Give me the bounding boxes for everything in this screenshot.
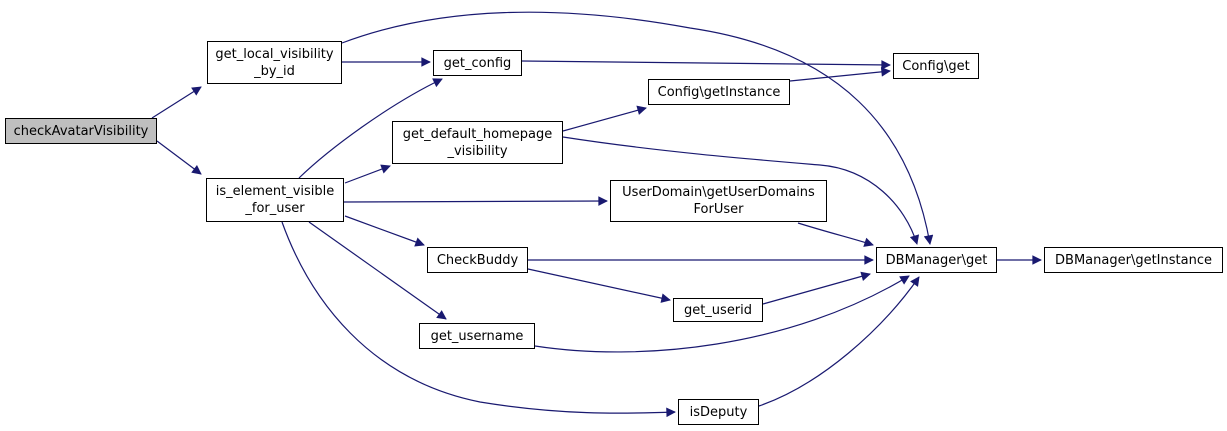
edge-isdeputy-to-dbmanager_get <box>758 276 920 407</box>
edge-is_element_visible_for_user-to-checkbuddy <box>344 215 425 247</box>
edge-get_default_homepage_visibility-to-dbmanager_get <box>562 136 920 245</box>
node-label: Config\getInstance <box>657 84 781 100</box>
node-label: get_default_homepage _visibility <box>402 126 553 159</box>
node-label: UserDomain\getUserDomains ForUser <box>622 185 815 217</box>
edge-checkAvatarVisibility-to-is_element_visible_for_user <box>156 140 202 175</box>
node-label: DBManager\getInstance <box>1055 252 1212 268</box>
node-config_get[interactable]: Config\get <box>893 53 979 79</box>
edge-checkAvatarVisibility-to-get_local_visibility_by_id <box>151 86 202 119</box>
node-get_local_visibility_by_id[interactable]: get_local_visibility _by_id <box>207 41 342 84</box>
edge-is_element_visible_for_user-to-get_config <box>298 78 443 179</box>
node-label: isDeputy <box>689 404 748 420</box>
edge-is_element_visible_for_user-to-get_default_homepage_visibility <box>344 164 391 184</box>
edge-get_config-to-config_get <box>521 60 891 70</box>
edge-is_element_visible_for_user-to-get_username <box>308 221 447 320</box>
node-label: get_username <box>430 328 524 344</box>
node-checkAvatarVisibility: checkAvatarVisibility <box>5 118 157 144</box>
edge-checkbuddy-to-get_userid <box>527 268 671 303</box>
edge-get_username-to-dbmanager_get <box>534 275 910 353</box>
edge-is_element_visible_for_user-to-userdomain_getuserdomainsforuser <box>343 196 608 206</box>
edge-is_element_visible_for_user-to-isdeputy <box>281 221 676 418</box>
node-isdeputy[interactable]: isDeputy <box>678 399 759 425</box>
node-label: get_config <box>443 55 512 71</box>
node-is_element_visible_for_user[interactable]: is_element_visible _for_user <box>206 178 344 222</box>
node-label: get_local_visibility _by_id <box>215 46 334 79</box>
node-get_userid[interactable]: get_userid <box>673 298 763 322</box>
node-dbmanager_get[interactable]: DBManager\get <box>876 247 997 273</box>
node-dbmanager_getinstance[interactable]: DBManager\getInstance <box>1044 247 1223 273</box>
node-get_config[interactable]: get_config <box>433 50 522 76</box>
node-get_default_homepage_visibility[interactable]: get_default_homepage _visibility <box>392 121 563 164</box>
node-label: checkAvatarVisibility <box>13 123 149 139</box>
edge-get_local_visibility_by_id-to-dbmanager_get <box>341 11 934 245</box>
node-label: is_element_visible _for_user <box>215 184 335 216</box>
node-label: Config\get <box>902 58 970 74</box>
node-get_username[interactable]: get_username <box>419 323 535 349</box>
node-config_getinstance[interactable]: Config\getInstance <box>648 79 790 105</box>
node-checkbuddy[interactable]: CheckBuddy <box>427 247 528 273</box>
node-label: CheckBuddy <box>436 252 519 268</box>
node-label: DBManager\get <box>885 252 988 268</box>
edge-get_userid-to-dbmanager_get <box>762 271 871 305</box>
node-userdomain_getuserdomainsforuser[interactable]: UserDomain\getUserDomains ForUser <box>610 180 827 222</box>
edge-get_default_homepage_visibility-to-config_getinstance <box>562 105 647 132</box>
node-label: get_userid <box>683 302 753 318</box>
edge-userdomain_getuserdomainsforuser-to-dbmanager_get <box>797 222 874 247</box>
edge-config_getinstance-to-config_get <box>789 67 891 82</box>
